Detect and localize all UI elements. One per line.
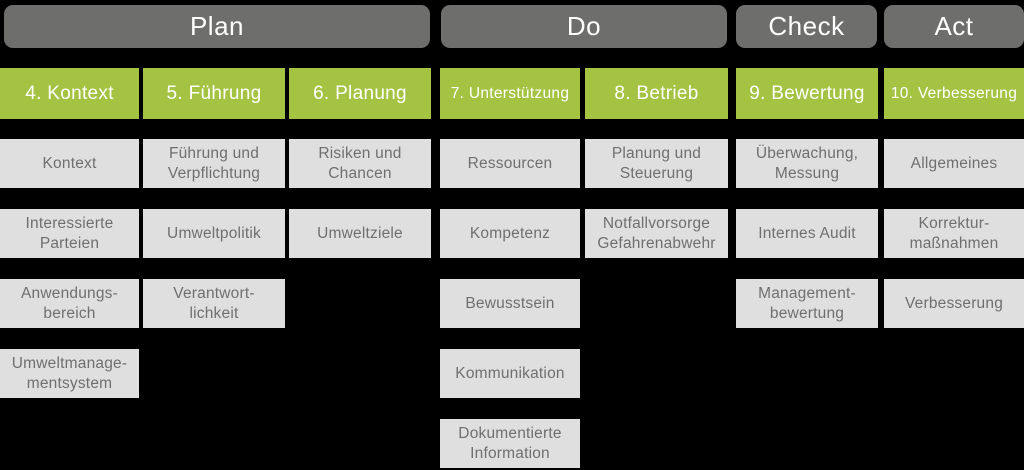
item-notfallvorsorge-gefahrenabwehr: Notfallvorsorge Gefahrenabwehr <box>585 209 728 258</box>
item-internes-audit: Internes Audit <box>736 209 878 258</box>
item-dokumentierte-information: Dokumentierte Information <box>440 419 580 468</box>
item-uberwachung-messung: Überwachung, Messung <box>736 139 878 188</box>
item-ressourcen: Ressourcen <box>440 139 580 188</box>
item-allgemeines: Allgemeines <box>884 139 1024 188</box>
item-kompetenz: Kompetenz <box>440 209 580 258</box>
item-kontext: Kontext <box>0 139 139 188</box>
section-header-9-bewertung: 9. Bewertung <box>736 68 878 119</box>
item-anwendungs-bereich: Anwendungs- bereich <box>0 279 139 328</box>
item-umweltmanage-mentsystem: Umweltmanage- mentsystem <box>0 349 139 398</box>
section-header-7-unterstutzung: 7. Unterstützung <box>440 68 580 119</box>
item-bewusstsein: Bewusstsein <box>440 279 580 328</box>
pdca-header-plan: Plan <box>4 5 430 48</box>
item-interessierte-parteien: Interessierte Parteien <box>0 209 139 258</box>
section-header-5-fuhrung: 5. Führung <box>143 68 285 119</box>
item-management-bewertung: Management- bewertung <box>736 279 878 328</box>
item-umweltziele: Umweltziele <box>289 209 431 258</box>
pdca-header-check: Check <box>736 5 877 48</box>
section-header-10-verbesserung: 10. Verbesserung <box>884 68 1024 119</box>
section-header-4-kontext: 4. Kontext <box>0 68 139 119</box>
pdca-header-act: Act <box>884 5 1024 48</box>
item-fuhrung-und-verpflichtung: Führung und Verpflichtung <box>143 139 285 188</box>
section-header-6-planung: 6. Planung <box>289 68 431 119</box>
item-verbesserung: Verbesserung <box>884 279 1024 328</box>
item-korrektur-massnahmen: Korrektur- maßnahmen <box>884 209 1024 258</box>
item-planung-und-steuerung: Planung und Steuerung <box>585 139 728 188</box>
item-verantwort-lichkeit: Verantwort- lichkeit <box>143 279 285 328</box>
pdca-header-do: Do <box>441 5 727 48</box>
item-risiken-und-chancen: Risiken und Chancen <box>289 139 431 188</box>
item-kommunikation: Kommunikation <box>440 349 580 398</box>
item-umweltpolitik: Umweltpolitik <box>143 209 285 258</box>
section-header-8-betrieb: 8. Betrieb <box>585 68 728 119</box>
